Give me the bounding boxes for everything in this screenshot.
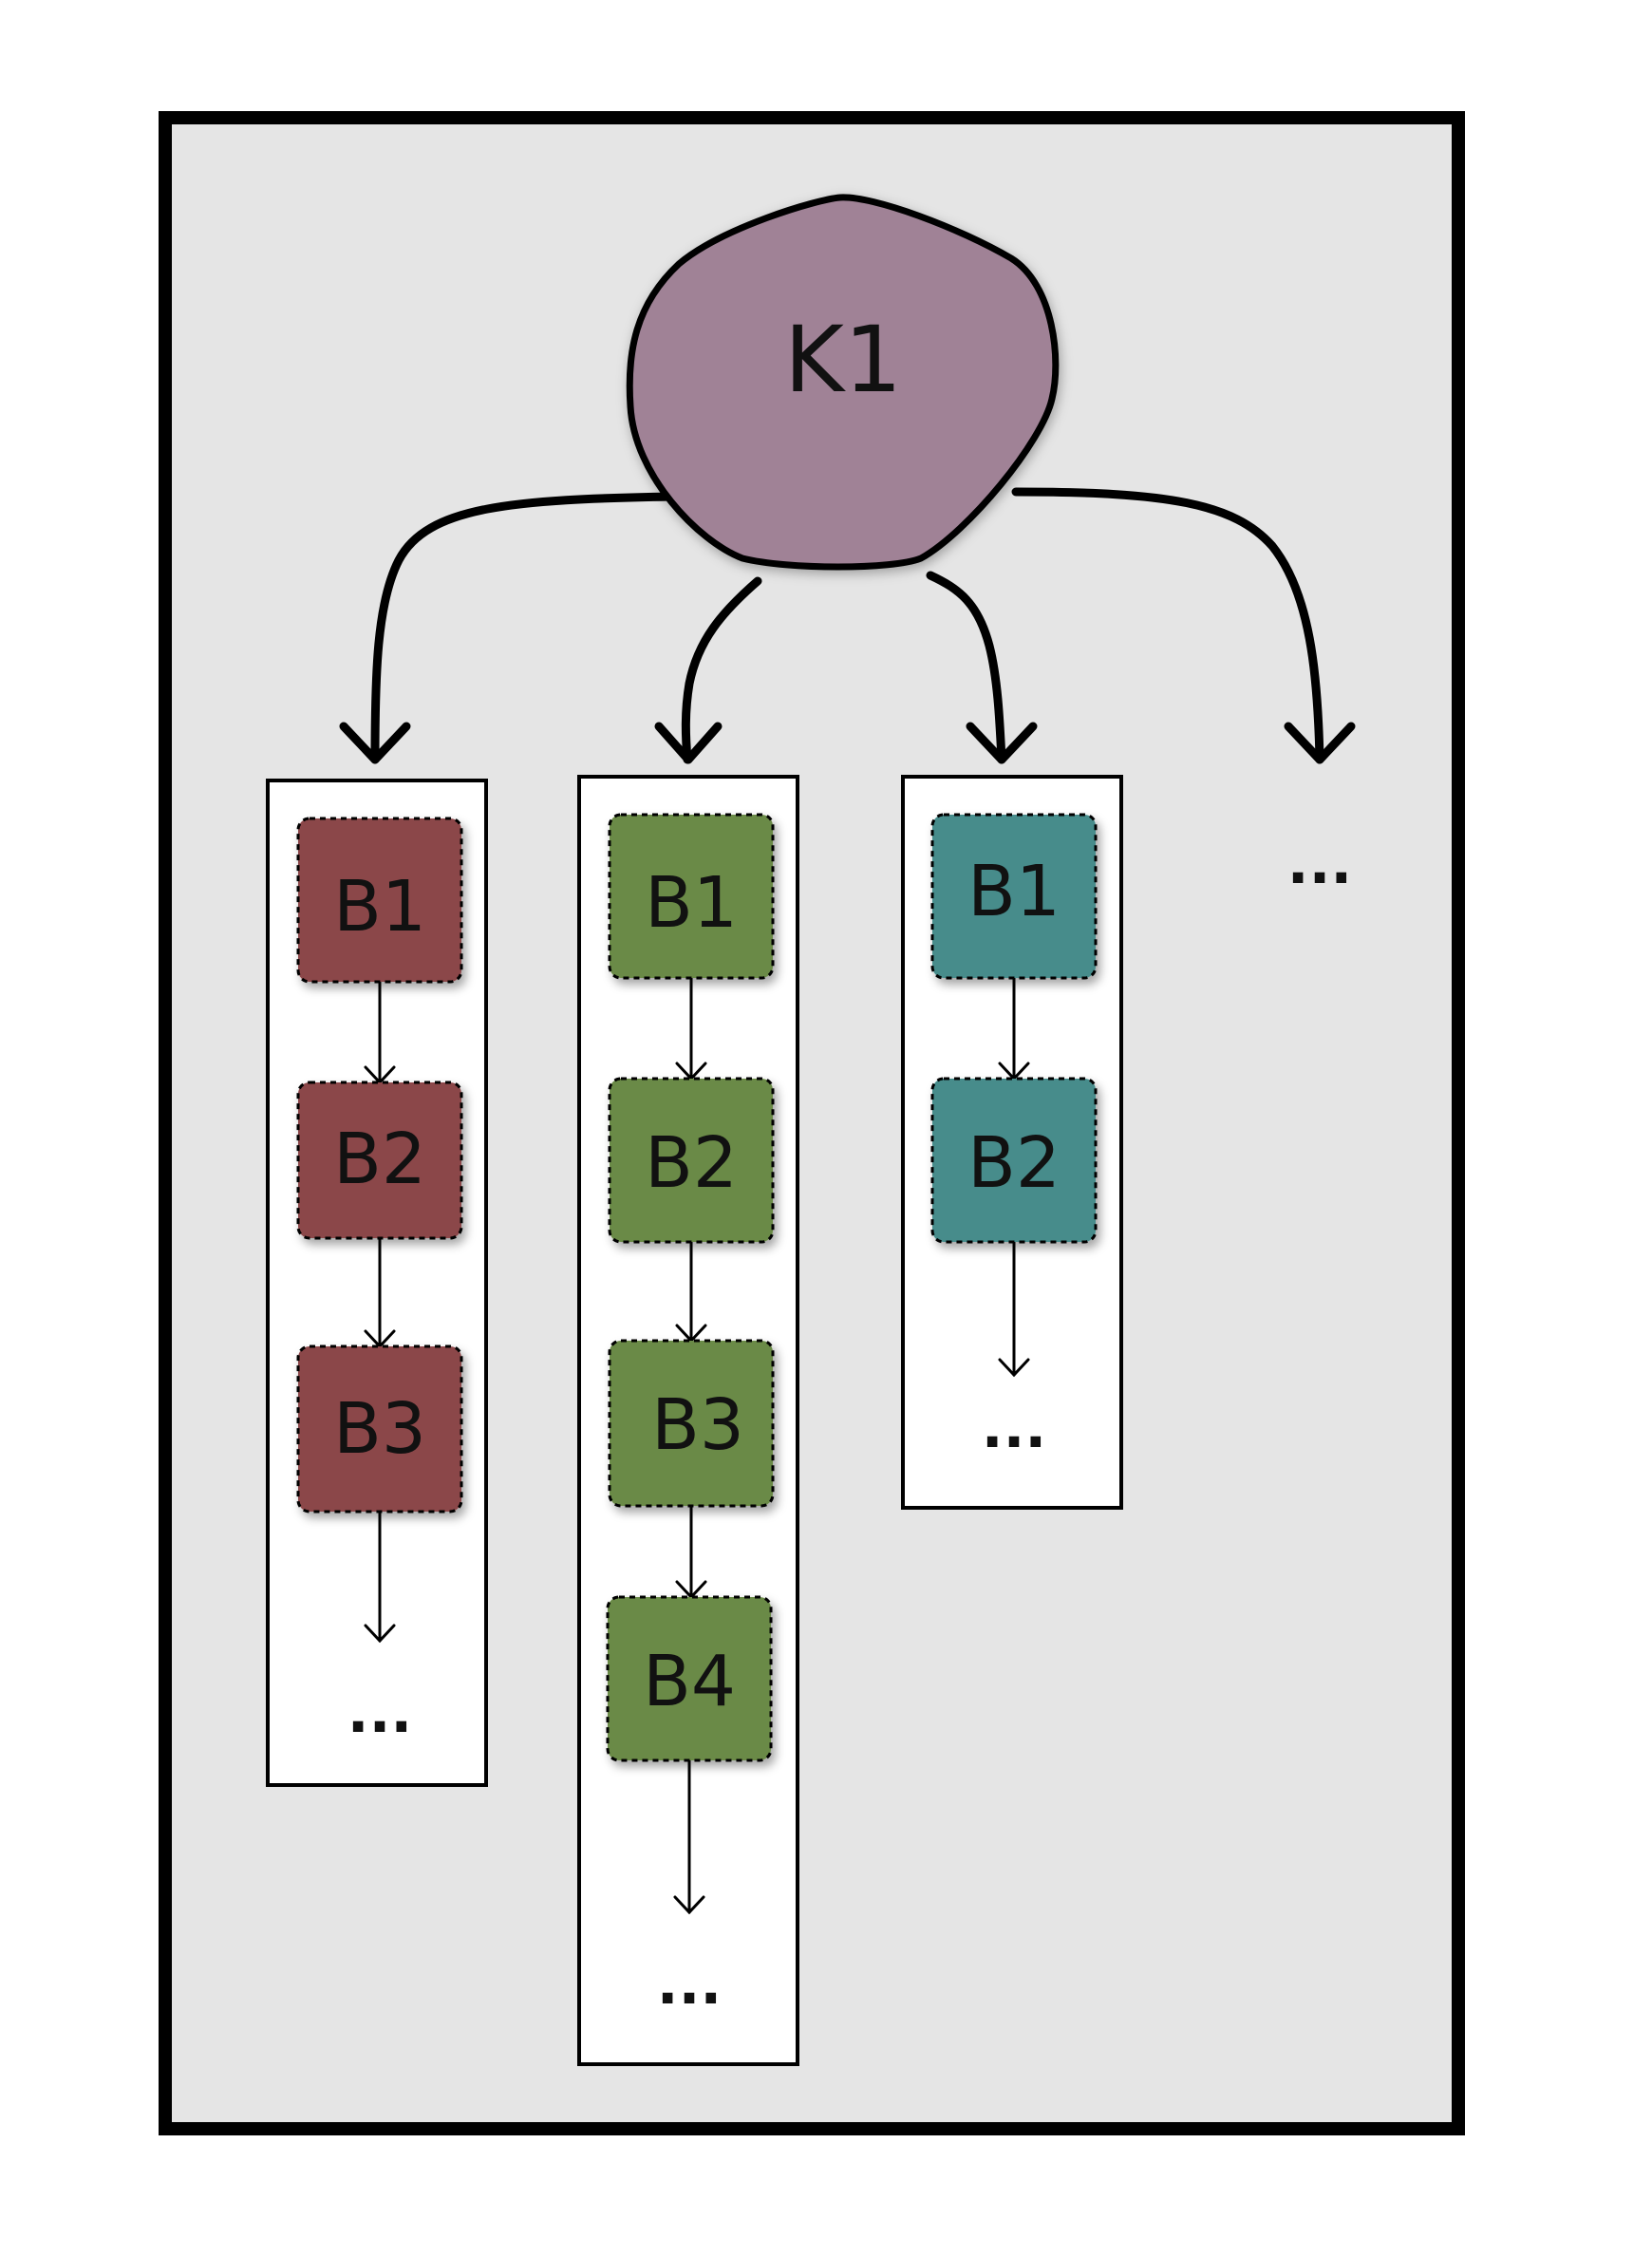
- col2-block-1: B1: [608, 813, 775, 980]
- col2-block-4-box: [606, 1595, 773, 1762]
- root-arrow-4-head: [1284, 722, 1356, 764]
- col2-block-3-box: [608, 1339, 775, 1508]
- col3-block-1-label: B1: [967, 851, 1061, 932]
- col2-more: ...: [657, 1951, 722, 2018]
- root-node: K1: [626, 194, 1060, 571]
- col1-block-1-label: B1: [333, 866, 426, 948]
- root-arrow-3-head: [966, 722, 1038, 764]
- col1-block-2-box: [296, 1081, 463, 1240]
- col1-block-3-label: B3: [333, 1388, 426, 1470]
- col3-block-1-box: [930, 813, 1098, 980]
- col1-more: ...: [347, 1680, 412, 1746]
- col2-arrow-4-head: [673, 1895, 705, 1915]
- col3-arrow-2-head: [998, 1358, 1030, 1378]
- col2-block-1-box: [608, 813, 775, 980]
- col2-block-2-box: [608, 1077, 775, 1244]
- chain-arrows: [364, 976, 1030, 1915]
- root-label: K1: [784, 307, 902, 413]
- root-arrow-1: [370, 492, 677, 764]
- col2-block-4-label: B4: [643, 1641, 736, 1722]
- col1-block-3: B3: [296, 1344, 463, 1513]
- col1-arrow-3-head: [364, 1624, 396, 1644]
- col3-more: ...: [982, 1395, 1046, 1461]
- col3-block-2-label: B2: [967, 1122, 1061, 1204]
- col1-block-1-box: [296, 817, 463, 984]
- col2-block-4: B4: [606, 1595, 773, 1762]
- root-arrows: [339, 487, 1356, 764]
- root-arrow-4: [1011, 487, 1324, 764]
- col2-block-3-label: B3: [651, 1384, 744, 1466]
- root-shape: [626, 194, 1060, 571]
- col2-block-2-label: B2: [645, 1122, 738, 1204]
- more-columns: ...: [1287, 831, 1352, 897]
- col3-block-2-box: [930, 1077, 1098, 1244]
- col2-block-3: B3: [608, 1339, 775, 1508]
- col3-block-1: B1: [930, 813, 1098, 980]
- col1-block-1: B1: [296, 817, 463, 984]
- root-arrow-3: [926, 571, 1006, 764]
- root-arrow-2-head: [654, 722, 723, 764]
- col3-block-2: B2: [930, 1077, 1098, 1244]
- root-arrow-1-head: [339, 722, 411, 764]
- col2-block-1-label: B1: [645, 862, 738, 944]
- col2-block-2: B2: [608, 1077, 775, 1244]
- root-arrow-2: [681, 576, 762, 764]
- col1-block-2-label: B2: [333, 1119, 426, 1200]
- col1-block-3-box: [296, 1344, 463, 1513]
- col1-block-2: B2: [296, 1081, 463, 1240]
